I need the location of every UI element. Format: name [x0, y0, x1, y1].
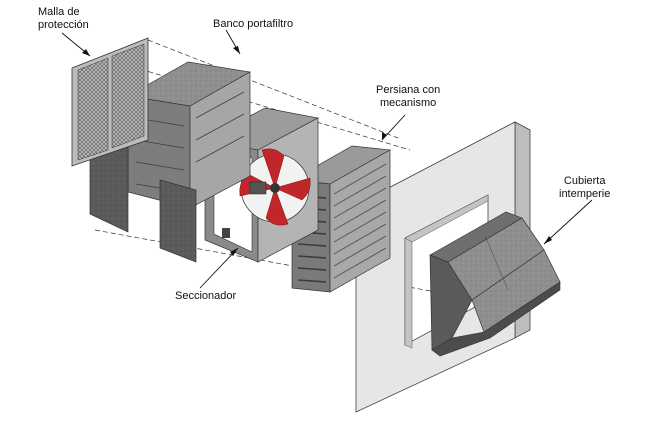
side-access-panel-right	[159, 179, 197, 263]
label-banco-portafiltro: Banco portafiltro	[213, 18, 294, 30]
label-malla-proteccion: Malla de protección	[38, 6, 89, 32]
label-persiana-line1: Persiana con	[376, 84, 441, 96]
fan-housing	[203, 107, 320, 263]
label-malla-line1: Malla de	[38, 6, 80, 18]
leader-arrow	[382, 132, 387, 140]
leader-arrow	[82, 49, 90, 56]
disconnect-switch	[222, 228, 230, 238]
mesh-grille-icon	[71, 37, 149, 167]
label-persiana-line2: mecanismo	[379, 97, 437, 109]
leader-arrow	[233, 46, 240, 54]
label-cubierta: Cubierta intemperie	[559, 175, 610, 201]
fan-icon	[239, 148, 311, 226]
weather-hood	[429, 211, 561, 357]
leader-arrow	[544, 236, 552, 244]
label-seccionador: Seccionador	[175, 290, 237, 302]
label-cubierta-line1: Cubierta	[563, 175, 606, 187]
label-malla-line2: protección	[38, 19, 89, 31]
label-persiana: Persiana con mecanismo	[376, 84, 440, 110]
label-cubierta-line2: intemperie	[559, 188, 611, 200]
filter-bank	[126, 61, 252, 209]
leader-arrow	[230, 248, 238, 256]
